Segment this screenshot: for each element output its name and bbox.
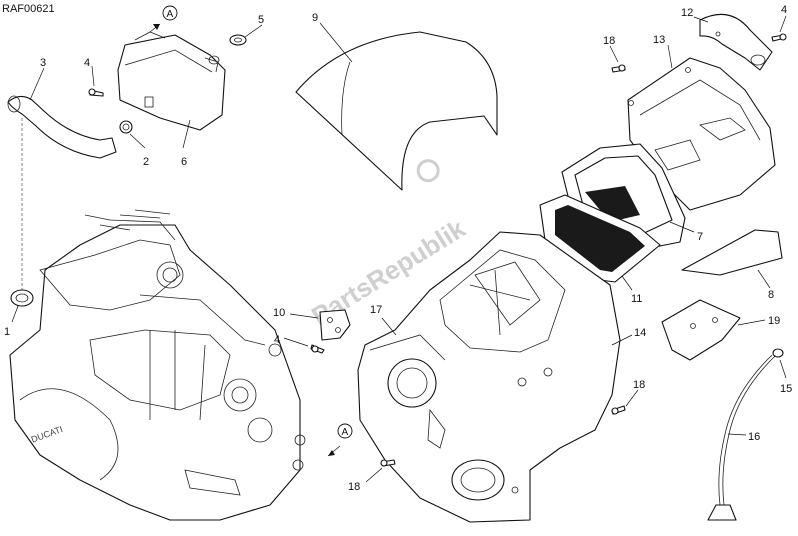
watermark-gear-icon [416, 159, 440, 183]
callout-18b: 18 [633, 379, 645, 391]
callout-1: 1 [4, 326, 10, 338]
callout-6: 6 [181, 156, 187, 168]
reference-letter-lower: A [342, 427, 349, 438]
callout-5: 5 [258, 14, 264, 26]
reference-arrow-lower: A [327, 423, 353, 457]
reference-arrow-upper: A [149, 5, 178, 33]
callout-11: 11 [631, 293, 642, 305]
engine-assembly: DUCATI [9, 209, 306, 521]
part-9-airbox-cover [295, 31, 498, 191]
part-14-airbox-lower [357, 231, 621, 523]
part-4-screw-upper-left [88, 88, 104, 97]
part-18-screw-lower-left [380, 459, 396, 467]
callout-12: 12 [681, 7, 693, 19]
callout-17: 17 [370, 304, 382, 316]
part-15-tube-clip [772, 348, 784, 358]
callout-7: 7 [697, 231, 703, 243]
part-12-intake-duct [699, 13, 773, 71]
callout-4b: 4 [274, 334, 280, 346]
part-16-drain-tube [707, 354, 777, 521]
callout-14: 14 [634, 327, 646, 339]
part-18-screw-right [611, 405, 626, 415]
part-6-breather-box [117, 31, 226, 131]
callout-9: 9 [312, 12, 318, 24]
callout-numbers: 1 2 3 4 4 4 5 6 7 8 9 10 11 12 13 14 15 … [4, 4, 792, 493]
part-19-plate [661, 299, 741, 361]
callout-4a: 4 [84, 57, 90, 69]
part-8-filter-cover [681, 229, 783, 276]
callout-2: 2 [143, 156, 149, 168]
part-10-bracket [319, 309, 351, 341]
part-3-breather-hose [7, 95, 117, 159]
callout-4c: 4 [781, 4, 787, 16]
part-18-screw-upper [611, 64, 626, 73]
part-5-grommet [229, 34, 247, 46]
part-2-fitting [119, 120, 133, 134]
callout-16: 16 [748, 431, 760, 443]
callout-19: 19 [768, 315, 780, 327]
callout-15: 15 [780, 383, 792, 395]
part-1-hose-clamp [10, 289, 34, 307]
callout-8: 8 [768, 289, 774, 301]
callout-13: 13 [653, 34, 665, 46]
callout-18a: 18 [603, 35, 615, 47]
diagram-code: RAF00621 [2, 3, 55, 15]
filter-media [585, 186, 640, 222]
reference-letter-upper: A [167, 9, 174, 20]
leader-lines [11, 15, 787, 483]
callout-18c: 18 [348, 481, 360, 493]
callout-10: 10 [273, 307, 285, 319]
part-4-screw-middle [310, 344, 325, 354]
callout-3: 3 [40, 57, 46, 69]
part-4-screw-upper-right [771, 33, 787, 42]
